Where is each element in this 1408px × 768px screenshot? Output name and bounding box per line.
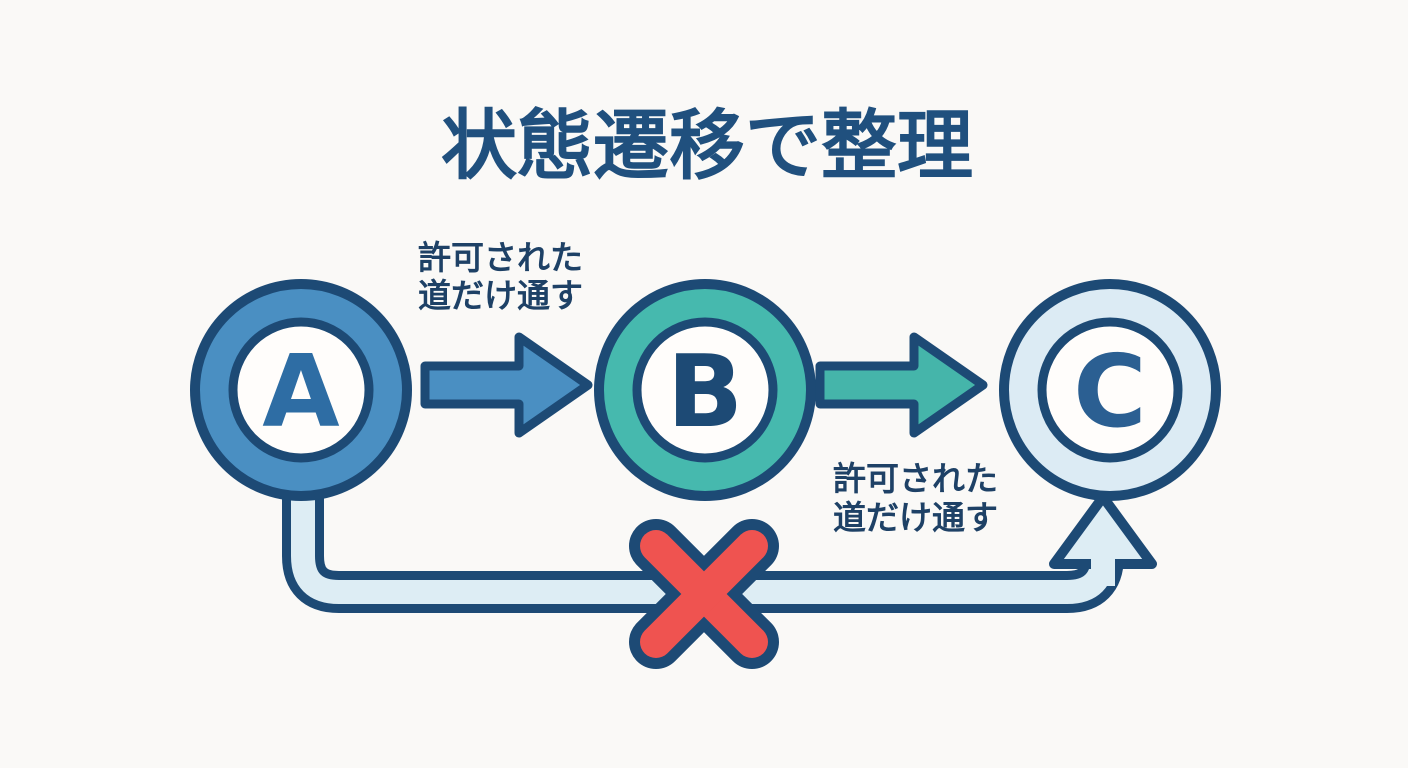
node-a-label: A: [262, 333, 339, 450]
node-c-label: C: [1073, 333, 1146, 450]
page-title: 状態遷移で整理: [441, 101, 973, 190]
edge-label-b-c: 許可された 道だけ通す: [833, 459, 998, 537]
x-mark-red-stroke-2: [640, 530, 768, 658]
node-c-inner: [1037, 317, 1183, 463]
edge-label-a-b-line1: 許可された: [418, 238, 583, 277]
node-b-label: B: [667, 333, 743, 450]
edge-label-b-c-line1: 許可された: [833, 459, 998, 498]
node-a: A: [190, 279, 412, 501]
edge-label-a-b-line2: 道だけ通す: [418, 276, 583, 315]
arrow-a-to-b: [420, 332, 593, 438]
edge-label-a-b: 許可された 道だけ通す: [418, 238, 583, 315]
edge-label-b-c-line2: 道だけ通す: [833, 498, 998, 537]
node-a-inner: [228, 317, 374, 463]
arrow-b-to-c: [815, 332, 988, 438]
x-mark-icon: [629, 519, 779, 669]
node-b: B: [594, 279, 816, 501]
node-c: C: [999, 279, 1221, 501]
node-b-inner: [632, 317, 778, 463]
